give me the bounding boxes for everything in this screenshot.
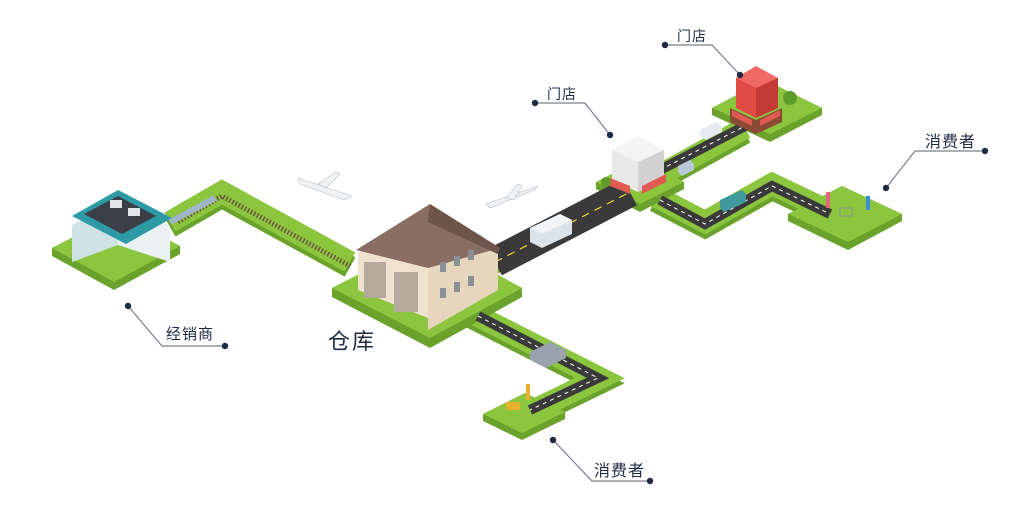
vehicles — [530, 122, 746, 368]
consumers-figures — [506, 192, 870, 410]
label-consumer-right: 消费者 — [925, 132, 977, 151]
label-store-left: 门店 — [547, 87, 577, 103]
label-consumer-bottom: 消费者 — [594, 461, 646, 480]
label-warehouse: 仓库 — [328, 330, 377, 355]
airplanes — [297, 171, 539, 209]
leader-lines — [127, 44, 985, 482]
store-top-building — [730, 66, 797, 134]
store-left-building — [601, 136, 666, 194]
label-store-top: 门店 — [677, 29, 707, 45]
distributor-building — [72, 190, 217, 262]
label-distributor: 经销商 — [166, 325, 215, 343]
roads — [176, 121, 833, 415]
warehouse-building — [356, 204, 500, 330]
